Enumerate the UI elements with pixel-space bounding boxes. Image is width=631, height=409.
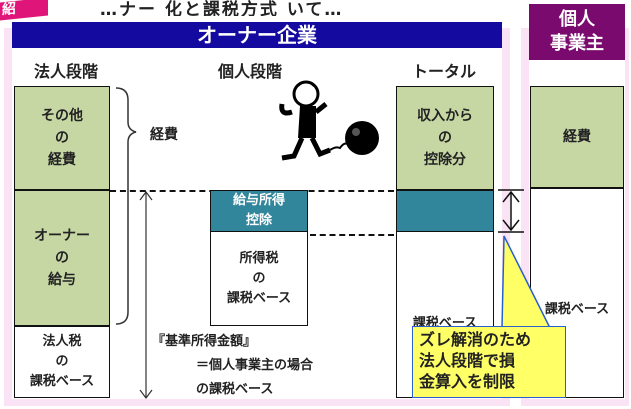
total-salary-deduction-box bbox=[396, 190, 494, 232]
gap-double-arrow bbox=[498, 189, 524, 233]
standard-income-arrow bbox=[139, 191, 153, 399]
sole-tax-base-label: 課税ベース bbox=[544, 302, 610, 317]
corporate-stage-heading: 法人段階 bbox=[34, 62, 99, 81]
sole-tax-base-box: 課税ベース bbox=[530, 188, 624, 398]
restriction-callout: ズレ解消のため 法人段階で損 金算入を制限 bbox=[412, 326, 566, 398]
salary-deduction-box: 給与所得 控除 bbox=[210, 190, 308, 232]
lower-dashed-line bbox=[310, 234, 394, 236]
income-tax-base-box: 所得税 の 課税ベース bbox=[210, 232, 308, 326]
callout-text: ズレ解消のため 法人段階で損 金算入を制限 bbox=[419, 330, 532, 391]
prisoner-ball-and-chain-icon bbox=[279, 80, 379, 161]
sole-expenses-box: 経費 bbox=[530, 86, 624, 188]
expenses-brace bbox=[115, 87, 137, 325]
deduction-from-income-box: 収入から の 控除分 bbox=[396, 86, 494, 190]
corporate-tax-base-box: 法人税 の 課税ベース bbox=[14, 326, 110, 398]
expenses-label: 経費 bbox=[150, 127, 178, 143]
personal-stage-heading: 個人段階 bbox=[218, 62, 283, 81]
standard-income-note: ＝個人事業主の場合 の課税ベース bbox=[196, 358, 314, 397]
other-expenses-box: その他 の 経費 bbox=[14, 86, 110, 190]
owner-company-header: オーナー企業 bbox=[12, 22, 502, 48]
total-heading: トータル bbox=[412, 62, 477, 81]
standard-income-label: 『基準所得金額』 bbox=[152, 334, 257, 349]
sole-proprietor-header: 個人 事業主 bbox=[529, 4, 625, 60]
top-caption: …ナー 化と課税方式 いて… bbox=[100, 0, 344, 17]
owner-salary-box: オーナー の 給与 bbox=[14, 190, 110, 326]
